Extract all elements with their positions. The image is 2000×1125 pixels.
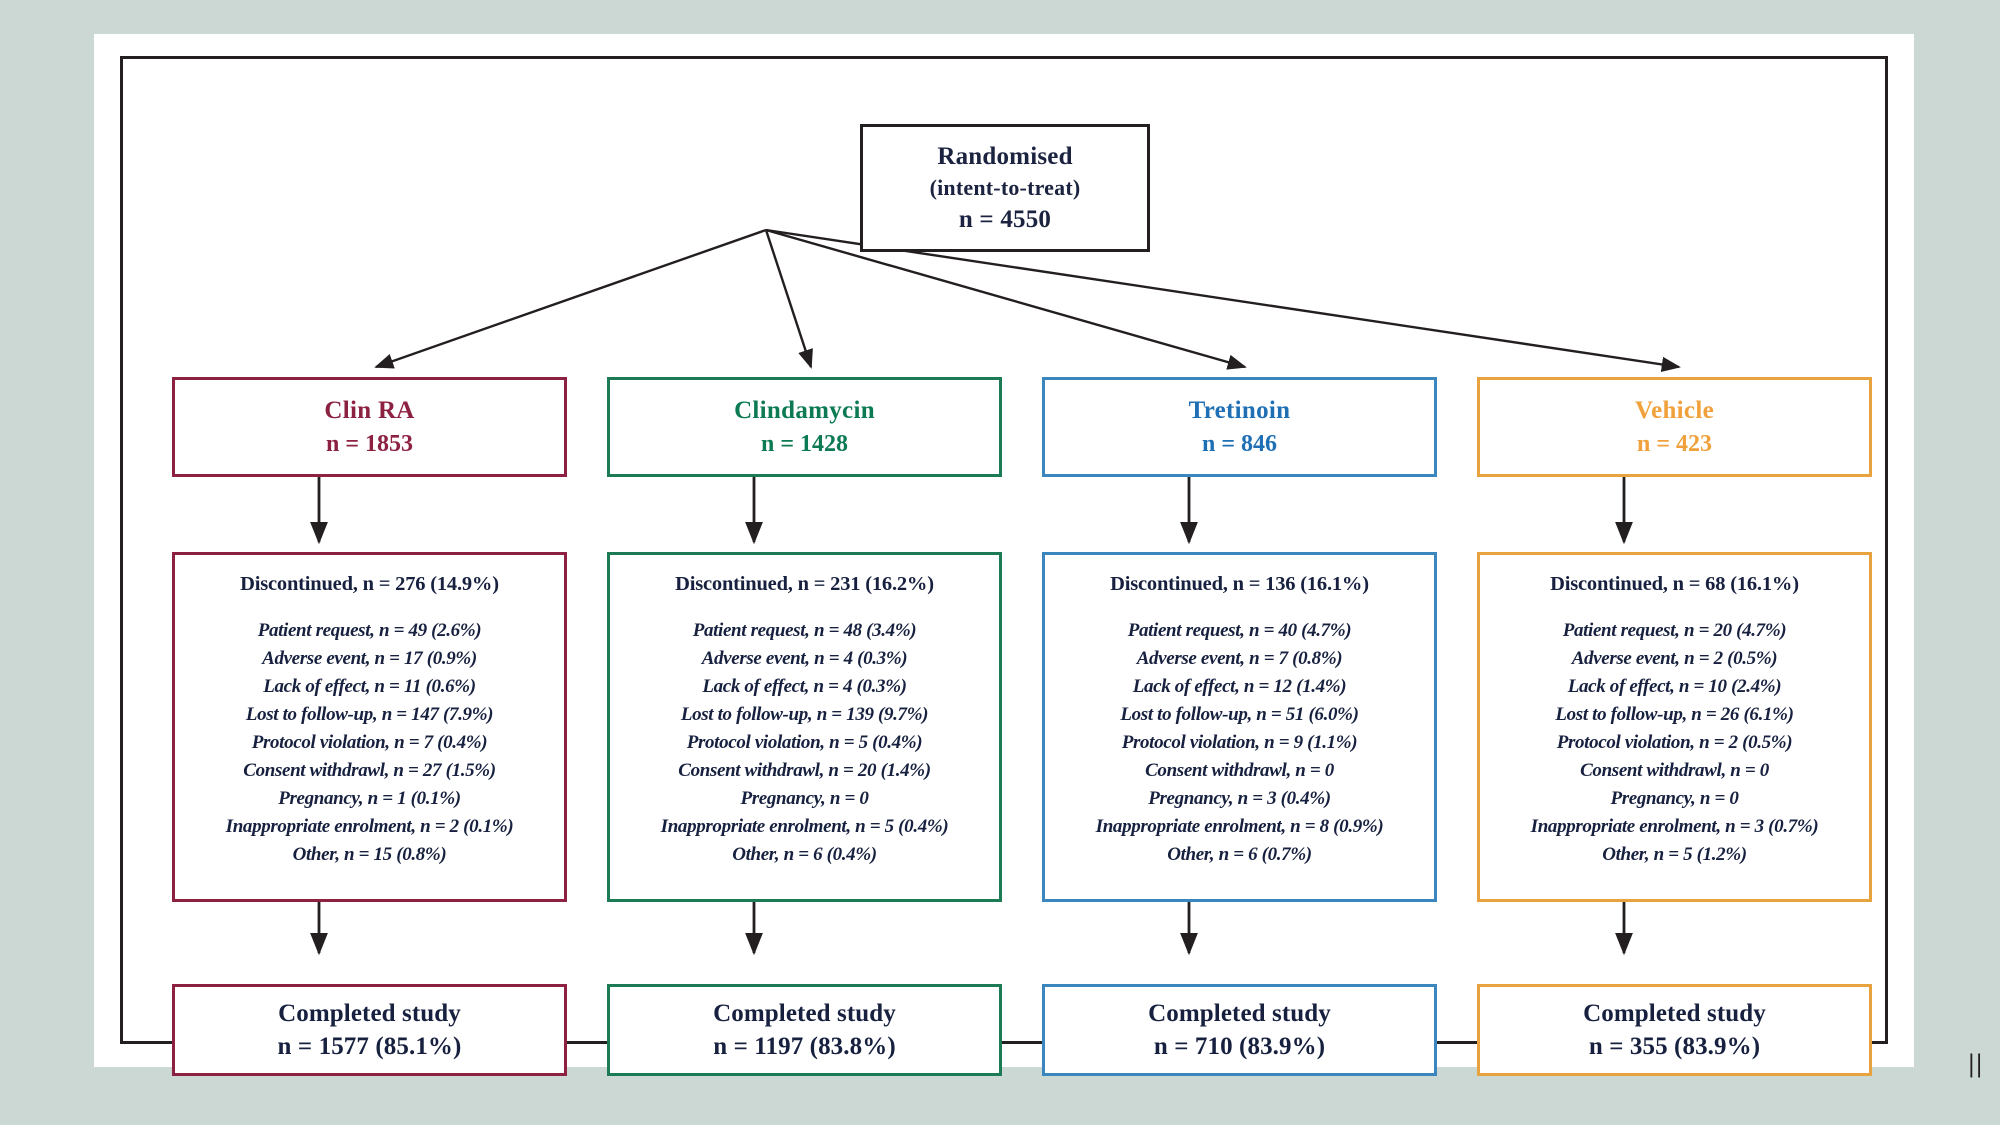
discontinued-reason: Lack of effect, n = 12 (1.4%) <box>1132 675 1347 697</box>
randomised-label: Randomised <box>937 143 1073 171</box>
discontinued-reason-list: Patient request, n = 40 (4.7%) Adverse ev… <box>1045 618 1434 869</box>
group-n: n = 846 <box>1201 430 1278 457</box>
discontinued-reason: Adverse event, n = 2 (0.5%) <box>1571 647 1778 669</box>
group-n: n = 423 <box>1636 430 1713 457</box>
discontinued-reason: Lack of effect, n = 11 (0.6%) <box>263 675 476 697</box>
discontinued-reason-list: Patient request, n = 20 (4.7%) Adverse ev… <box>1480 618 1869 869</box>
discontinued-reason: Adverse event, n = 7 (0.8%) <box>1136 647 1343 669</box>
discontinued-reason: Protocol violation, n = 9 (1.1%) <box>1121 731 1358 753</box>
discontinued-reason: Patient request, n = 48 (3.4%) <box>692 620 917 641</box>
discontinued-box-clin-ra: Discontinued, n = 276 (14.9%) Patient re… <box>172 552 567 902</box>
group-head-vehicle: Vehicle n = 423 <box>1477 377 1872 477</box>
randomised-n: n = 4550 <box>958 205 1052 233</box>
discontinued-reason: Protocol violation, n = 5 (0.4%) <box>686 731 923 753</box>
node-randomised: Randomised (intent-to-treat) n = 4550 <box>860 124 1150 252</box>
slide-card: Randomised (intent-to-treat) n = 4550 Cl… <box>94 34 1914 1076</box>
discontinued-reason: Adverse event, n = 17 (0.9%) <box>262 647 477 669</box>
group-head-tretinoin: Tretinoin n = 846 <box>1042 377 1437 477</box>
completed-label: Completed study <box>713 999 896 1027</box>
discontinued-reason: Pregnancy, n = 3 (0.4%) <box>1148 787 1331 809</box>
discontinued-reason: Other, n = 6 (0.7%) <box>1167 843 1312 865</box>
discontinued-reason: Patient request, n = 40 (4.7%) <box>1127 620 1352 641</box>
group-name: Clindamycin <box>734 396 875 424</box>
discontinued-reason: Inappropriate enrolment, n = 8 (0.9%) <box>1095 815 1384 837</box>
group-n: n = 1428 <box>760 430 849 457</box>
discontinued-reason: Pregnancy, n = 1 (0.1%) <box>278 787 461 809</box>
completed-label: Completed study <box>278 999 461 1027</box>
completed-n: n = 355 (83.9%) <box>1588 1033 1761 1060</box>
discontinued-reason-list: Patient request, n = 49 (2.6%) Adverse ev… <box>175 618 564 869</box>
completed-n: n = 710 (83.9%) <box>1153 1033 1326 1060</box>
group-head-clin-ra: Clin RA n = 1853 <box>172 377 567 477</box>
discontinued-reason: Lost to follow-up, n = 26 (6.1%) <box>1555 703 1794 725</box>
completed-box-clindamycin: Completed study n = 1197 (83.8%) <box>607 984 1002 1076</box>
discontinued-reason: Other, n = 6 (0.4%) <box>732 843 877 865</box>
randomised-sublabel: (intent-to-treat) <box>929 175 1081 201</box>
discontinued-reason: Consent withdrawl, n = 0 <box>1145 759 1334 781</box>
discontinued-reason: Protocol violation, n = 2 (0.5%) <box>1556 731 1793 753</box>
completed-label: Completed study <box>1148 999 1331 1027</box>
discontinued-reason: Patient request, n = 49 (2.6%) <box>257 620 482 641</box>
completed-n: n = 1197 (83.8%) <box>713 1033 896 1060</box>
discontinued-reason: Lack of effect, n = 4 (0.3%) <box>702 675 907 697</box>
discontinued-reason: Consent withdrawl, n = 0 <box>1580 759 1769 781</box>
group-head-clindamycin: Clindamycin n = 1428 <box>607 377 1002 477</box>
completed-box-tretinoin: Completed study n = 710 (83.9%) <box>1042 984 1437 1076</box>
discontinued-title: Discontinued, n = 231 (16.2%) <box>675 573 934 595</box>
discontinued-reason: Lack of effect, n = 10 (2.4%) <box>1567 675 1782 697</box>
discontinued-reason: Inappropriate enrolment, n = 5 (0.4%) <box>660 815 949 837</box>
discontinued-reason: Pregnancy, n = 0 <box>1610 787 1739 809</box>
discontinued-title: Discontinued, n = 136 (16.1%) <box>1110 573 1369 595</box>
discontinued-title: Discontinued, n = 68 (16.1%) <box>1550 573 1799 595</box>
discontinued-reason: Adverse event, n = 4 (0.3%) <box>701 647 908 669</box>
completed-box-vehicle: Completed study n = 355 (83.9%) <box>1477 984 1872 1076</box>
discontinued-reason: Inappropriate enrolment, n = 2 (0.1%) <box>225 815 514 837</box>
discontinued-reason: Consent withdrawl, n = 20 (1.4%) <box>678 759 931 781</box>
completed-n: n = 1577 (85.1%) <box>277 1033 462 1060</box>
group-name: Tretinoin <box>1188 396 1291 424</box>
group-n: n = 1853 <box>325 430 414 457</box>
discontinued-reason: Lost to follow-up, n = 147 (7.9%) <box>245 703 494 725</box>
discontinued-reason: Protocol violation, n = 7 (0.4%) <box>251 731 488 753</box>
consort-flow-diagram: Randomised (intent-to-treat) n = 4550 Cl… <box>120 56 1888 1076</box>
page-number-mark: || <box>1968 1049 1984 1078</box>
discontinued-reason: Lost to follow-up, n = 51 (6.0%) <box>1120 703 1359 725</box>
completed-label: Completed study <box>1583 999 1766 1027</box>
group-name: Vehicle <box>1635 396 1714 424</box>
discontinued-reason: Inappropriate enrolment, n = 3 (0.7%) <box>1530 815 1819 837</box>
discontinued-box-tretinoin: Discontinued, n = 136 (16.1%) Patient re… <box>1042 552 1437 902</box>
discontinued-reason: Lost to follow-up, n = 139 (9.7%) <box>680 703 929 725</box>
completed-box-clin-ra: Completed study n = 1577 (85.1%) <box>172 984 567 1076</box>
discontinued-reason: Pregnancy, n = 0 <box>740 787 869 809</box>
discontinued-box-clindamycin: Discontinued, n = 231 (16.2%) Patient re… <box>607 552 1002 902</box>
discontinued-reason: Patient request, n = 20 (4.7%) <box>1562 620 1787 641</box>
discontinued-title: Discontinued, n = 276 (14.9%) <box>240 573 499 595</box>
group-name: Clin RA <box>324 396 415 424</box>
discontinued-reason: Other, n = 15 (0.8%) <box>292 843 447 865</box>
discontinued-box-vehicle: Discontinued, n = 68 (16.1%) Patient req… <box>1477 552 1872 902</box>
discontinued-reason: Other, n = 5 (1.2%) <box>1602 843 1747 865</box>
discontinued-reason-list: Patient request, n = 48 (3.4%) Adverse ev… <box>610 618 999 869</box>
discontinued-reason: Consent withdrawl, n = 27 (1.5%) <box>243 759 496 781</box>
